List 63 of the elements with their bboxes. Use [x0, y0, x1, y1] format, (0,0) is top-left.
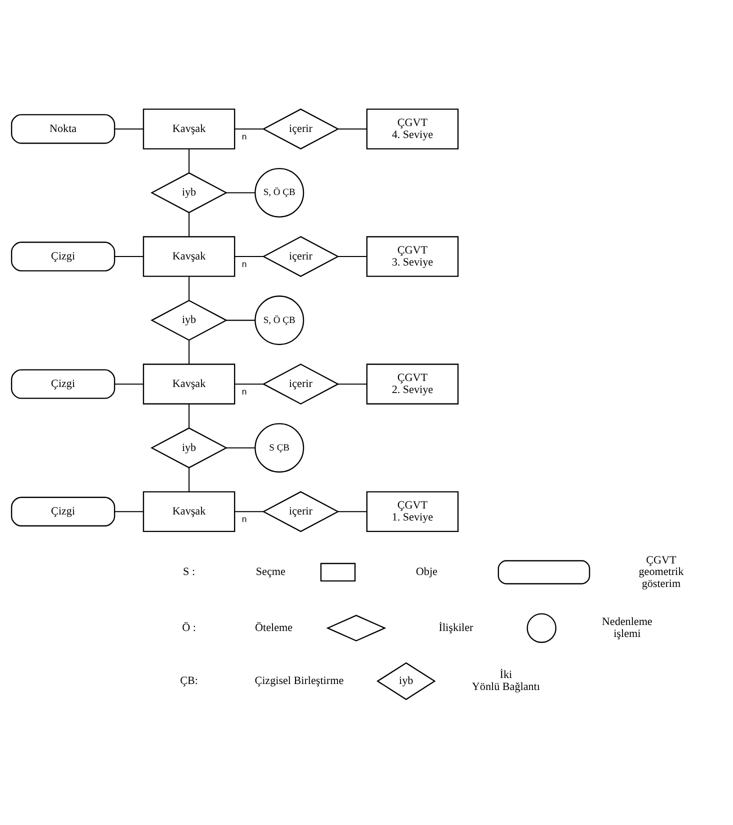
legend-label: İki Yönlü Bağlantı [472, 668, 540, 693]
node-capsule [498, 560, 590, 584]
node-box: Kavşak [142, 490, 236, 532]
node-box: ÇGVT 2. Seviye [366, 363, 459, 404]
connector [234, 128, 264, 129]
connector [188, 404, 190, 428]
connector [234, 510, 264, 512]
label: ÇB: [180, 674, 198, 687]
node-circle: S, Ö ÇB [254, 168, 304, 217]
node-diamond: içerir [262, 236, 340, 276]
node-diamond: içerir [262, 363, 340, 404]
node-box: Nokta [10, 114, 116, 144]
connector [114, 383, 144, 384]
connector [338, 510, 367, 512]
legend-label: Obje [416, 566, 438, 578]
connector [188, 148, 190, 172]
connector [226, 319, 256, 320]
node-diamond: içerir [262, 490, 340, 532]
connector [226, 192, 256, 193]
node-diamond: içerir [262, 108, 340, 149]
label: Öteleme [255, 622, 293, 634]
legend-label: Nedenleme işlemi [602, 616, 652, 640]
node-box [320, 562, 356, 582]
node-circle: S, Ö ÇB [254, 295, 304, 345]
label: S : [183, 566, 196, 578]
connector [338, 256, 367, 257]
node-circle: S ÇB [254, 422, 304, 472]
legend-label: İlişkiler [438, 622, 474, 634]
label: Çizgisel Birleştirme [254, 674, 344, 687]
node-circle [526, 612, 556, 642]
edge-label: n [242, 130, 247, 141]
connector [226, 446, 256, 448]
node-box: Çizgi [10, 241, 116, 271]
connector [188, 212, 190, 236]
node-box: Çizgi [10, 496, 116, 526]
node-box: ÇGVT 4. Seviye [366, 108, 459, 149]
legend-label: ÇGVT geometrik gösterim [638, 554, 684, 590]
connector [114, 510, 144, 512]
node-box: Çizgi [10, 368, 116, 398]
node-box: ÇGVT 1. Seviye [366, 490, 459, 532]
node-diamond: iyb [150, 299, 228, 340]
connector [188, 340, 190, 364]
node-diamond: iyb [376, 662, 436, 700]
connector [338, 383, 367, 384]
connector [114, 256, 144, 257]
label: Ö : [182, 622, 196, 634]
node-diamond [326, 614, 386, 641]
connector [234, 256, 264, 257]
edge-label: n [242, 386, 247, 396]
connector [234, 383, 264, 384]
connector [338, 128, 367, 129]
node-diamond: iyb [150, 426, 228, 468]
connector [188, 468, 190, 492]
edge-label: n [242, 258, 247, 268]
node-box: Kavşak [142, 363, 236, 404]
connector [114, 128, 144, 129]
label: Seçme [256, 566, 286, 578]
edge-label: n [242, 514, 247, 524]
node-diamond: iyb [150, 172, 228, 213]
node-box: Kavşak [142, 236, 236, 276]
node-box: ÇGVT 3. Seviye [366, 236, 459, 276]
node-box: Kavşak [142, 108, 236, 149]
connector [188, 276, 190, 300]
